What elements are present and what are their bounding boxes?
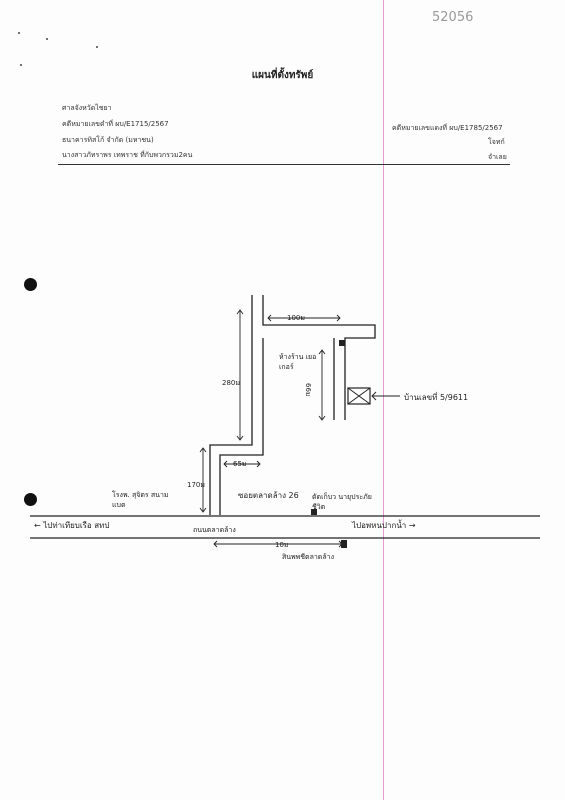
header-rule: [58, 164, 510, 165]
dist-top-label: 100ม: [287, 314, 305, 322]
property-marker: [347, 387, 371, 405]
left-destination-label: ← ไปท่าเทียบเรือ สทป: [34, 521, 110, 530]
punch-hole: [24, 493, 37, 506]
court-name: ศาลจังหวัดไชยา: [62, 104, 112, 112]
store-label: ห้างร้าน เยอเกอร์: [279, 353, 317, 371]
dist-short-label: 65ม: [233, 460, 247, 468]
punch-hole: [24, 278, 37, 291]
lane-right-edge: [219, 338, 264, 515]
shop-right-label: ตัดเก็บว นายุประภัยชีวิต: [312, 493, 372, 511]
page-title: แผนที่ตั้งทรัพย์: [251, 70, 314, 81]
market-marker: [341, 540, 347, 548]
speck: [96, 46, 98, 48]
speck: [46, 38, 48, 40]
dist-main-road-label: 10ม: [275, 541, 289, 549]
right-destination-label: ไปอพหนปากน้ำ →: [352, 521, 416, 530]
shop-left-label: โรงพ. สุจิตร สนามแบต: [112, 491, 169, 509]
dist-bottom-left-label: 170ม: [187, 481, 205, 489]
defendant-name: นางสาวภัทราพร เทพราช ที่กับพวกรวม2คน: [62, 151, 193, 159]
dist-vertical-right-label: 66ม: [304, 383, 312, 397]
stamp-number: 52056: [432, 10, 474, 25]
house-label: บ้านเลขที่ 5/9611: [404, 393, 469, 402]
speck: [20, 64, 22, 66]
shop-marker: [311, 509, 317, 515]
role-plaintiff: โจทก์: [488, 138, 505, 146]
plaintiff-name: ธนาคารทิสโก้ จำกัด (มหาชน): [62, 136, 154, 144]
role-defendant: จำเลย: [488, 153, 507, 161]
property-cross: [347, 387, 371, 405]
road-label: ถนนตลาดล้าง: [193, 526, 236, 534]
market-label: สินพพชีตลาดล้าง: [282, 553, 334, 561]
margin-line: [383, 0, 384, 800]
case-black-number: คดีหมายเลขดำที่ ผบ/E1715/2567: [62, 120, 169, 128]
soi-label: ซอยตลาดล้าง 26: [238, 491, 299, 500]
dist-vertical-left-label: 280ม: [222, 379, 240, 387]
lane-left-edge: [209, 295, 253, 515]
case-red-number: คดีหมายเลขแดงที่ ผบ/E1785/2567: [392, 124, 503, 132]
lane-top-edge: [262, 295, 376, 420]
store-marker: [339, 340, 345, 346]
speck: [18, 32, 20, 34]
